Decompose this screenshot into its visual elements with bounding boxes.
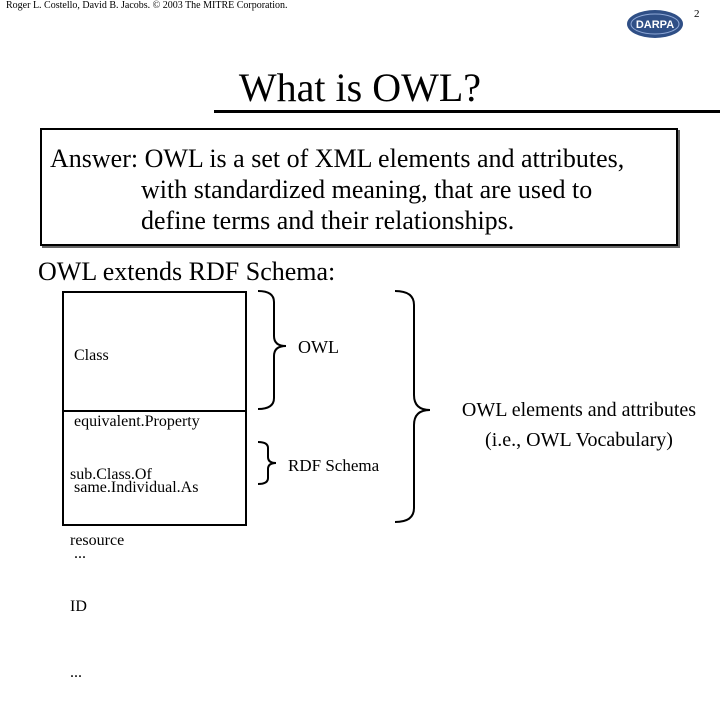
darpa-logo: DARPA [627, 10, 683, 38]
vocabulary-label: OWL elements and attributes (i.e., OWL V… [461, 399, 697, 451]
copyright-text: Roger L. Costello, David B. Jacobs. © 20… [6, 0, 288, 11]
owl-label: OWL [298, 337, 339, 357]
owl-item: Class [74, 347, 109, 364]
owl-brace [257, 290, 287, 410]
extends-heading: OWL extends RDF Schema: [38, 257, 336, 286]
rdfs-item: sub.Class.Of [70, 466, 152, 483]
slide-title: What is OWL? [238, 65, 482, 110]
rdfs-items-box [62, 410, 247, 526]
logo-text: DARPA [636, 19, 674, 31]
rdfs-item: ID [70, 598, 87, 615]
rdf-schema-label: RDF Schema [288, 456, 380, 475]
owl-item: equivalent.Property [74, 413, 200, 430]
rdfs-item: ... [70, 664, 82, 681]
title-underline [214, 110, 720, 113]
page-number: 2 [694, 8, 700, 20]
owl-items-list: Class equivalent.Property same.Individua… [74, 301, 200, 587]
answer-text: Answer: OWL is a set of XML elements and… [50, 144, 625, 235]
brace-graphics [257, 290, 431, 523]
answer-box [40, 128, 678, 246]
rdfs-brace [257, 441, 277, 485]
vocab-brace [394, 290, 431, 523]
owl-item: same.Individual.As [74, 479, 199, 496]
